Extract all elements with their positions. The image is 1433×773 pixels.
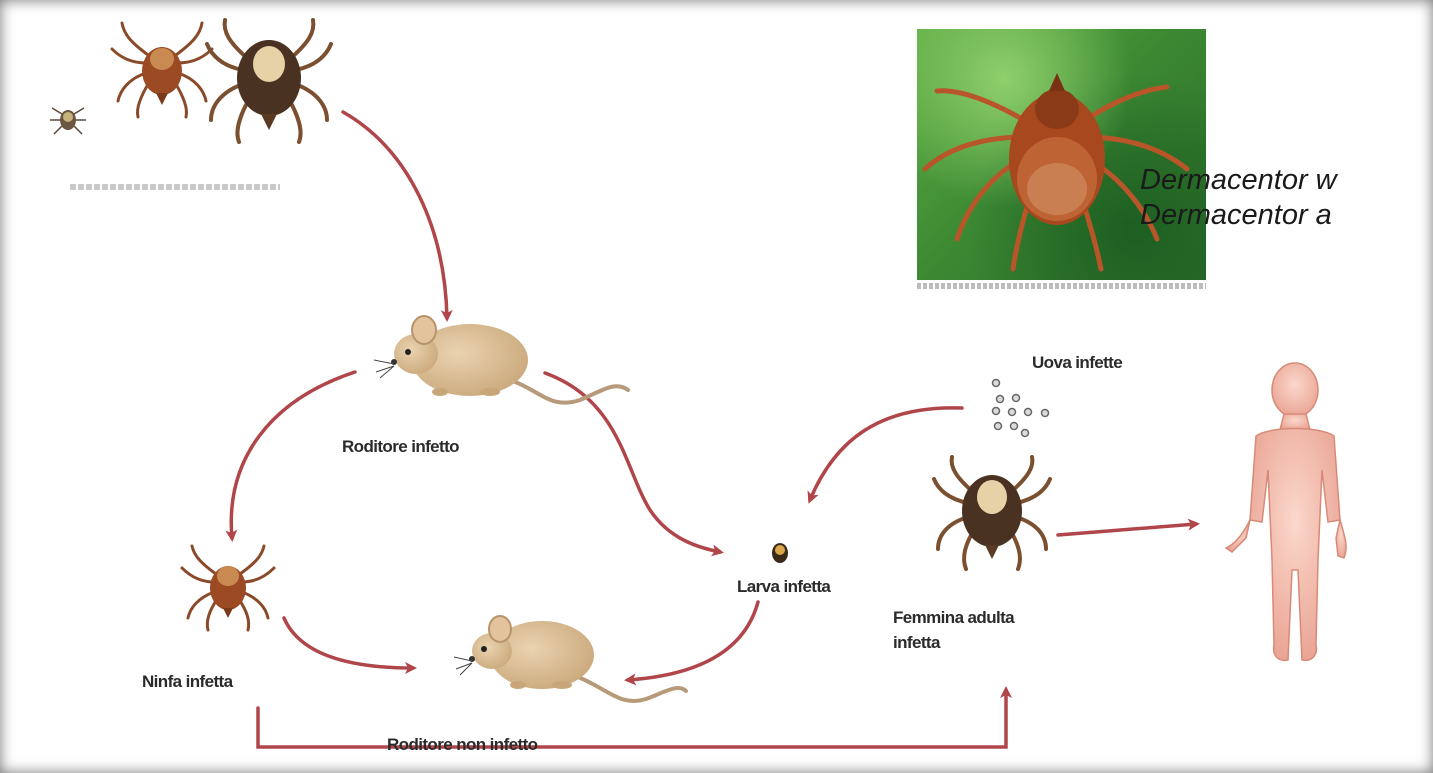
species-label-1: Dermacentor w: [1140, 164, 1337, 197]
label-rodent-infected: Roditore infetto: [342, 436, 459, 458]
eggs-infected-icon: [993, 380, 1049, 437]
label-eggs-infected: Uova infette: [1032, 352, 1122, 374]
mouse-uninfected-icon: [454, 616, 686, 701]
label-female-adult-1: Femmina adulta: [893, 607, 1014, 629]
tick-nymph-infected-icon: [182, 546, 274, 630]
species-label-2: Dermacentor a: [1140, 199, 1332, 232]
arrow-larva-to-rodent-uninfected: [628, 602, 758, 680]
human-figure-icon: [1226, 363, 1346, 660]
tick-nymph-icon: [112, 23, 212, 117]
label-larva-infected: Larva infetta: [737, 576, 830, 598]
tick-larva-icon: [50, 108, 86, 134]
arrow-adults-to-rodent: [343, 112, 447, 318]
tick-female-adult-icon: [934, 457, 1050, 569]
label-rodent-uninfected: Roditore non infetto: [387, 734, 537, 756]
arrow-nymph-to-female: [258, 690, 1006, 747]
arrow-female-to-human: [1058, 524, 1196, 535]
arrow-nymph-to-rodent-uninfected: [284, 618, 413, 668]
tick-photo: [917, 29, 1206, 280]
arrow-rodent-to-larva: [545, 373, 720, 552]
label-nymph-infected: Ninfa infetta: [142, 671, 232, 693]
faded-caption: [70, 184, 280, 190]
tick-adult-icon: [207, 20, 331, 142]
label-female-adult-2: infetta: [893, 632, 940, 654]
arrow-rodent-to-nymph: [231, 372, 355, 538]
photo-caption: [917, 283, 1206, 289]
tick-photo-art: [917, 29, 1206, 280]
mouse-infected-icon: [374, 316, 628, 403]
tick-larva-infected-icon: [772, 543, 788, 563]
